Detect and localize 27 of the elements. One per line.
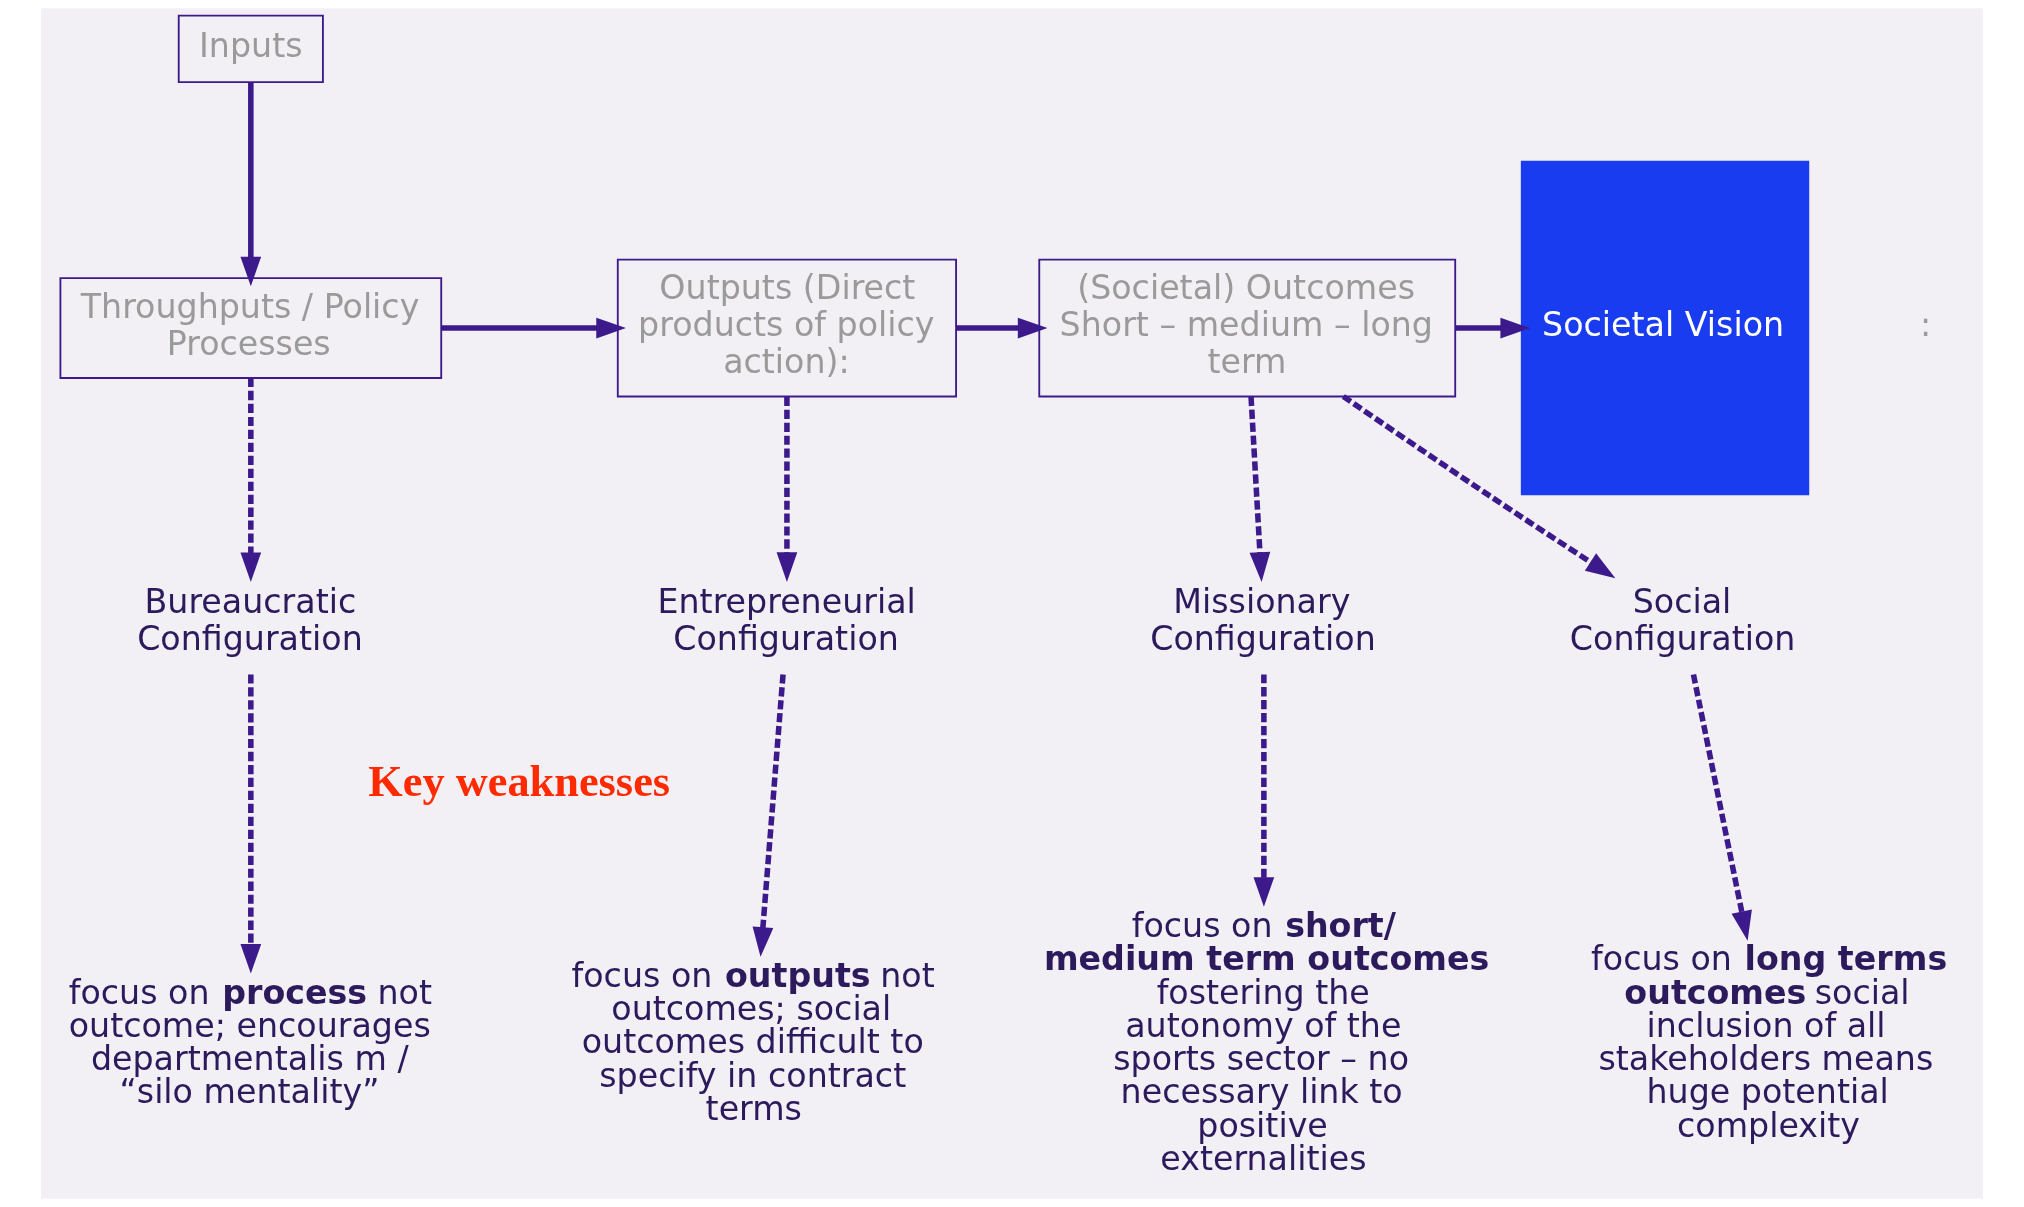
node-text: focus on process not outcome; encourages departmentalis m / “silo mentality”: [68, 972, 432, 1112]
node-text: Social Configuration: [1569, 582, 1796, 659]
arrow: [1248, 396, 1271, 582]
arrow: [752, 674, 786, 957]
label: :: [1920, 305, 1932, 345]
arrow: [776, 396, 798, 582]
node-text: Entrepreneurial Configuration: [657, 582, 916, 659]
node-box: (Societal) Outcomes Short – medium – long term: [1038, 258, 1457, 398]
node-box: Societal Vision: [1520, 160, 1810, 496]
arrow: [240, 674, 262, 974]
node-text: focus on outputs not outcomes; social outcomes difficult to specify in contract terms: [571, 955, 935, 1129]
arrow: [956, 317, 1048, 339]
node-text: focus on long terms outcomes social inclusion of all stakeholders means huge potential complexity: [1591, 939, 1948, 1145]
arrow: [1455, 317, 1531, 339]
label: Key weaknesses: [368, 756, 671, 807]
node-text: Missionary Configuration: [1150, 582, 1376, 659]
node-box: Inputs: [177, 14, 324, 84]
arrow: [441, 317, 626, 339]
arrow: [1253, 674, 1275, 907]
node-box: Outputs (Direct products of policy action):: [616, 258, 957, 398]
arrow: [240, 82, 262, 287]
arrow: [1341, 394, 1616, 579]
node-text: Bureaucratic Configuration: [137, 582, 363, 659]
node-box: Throughputs / Policy Processes: [59, 277, 443, 379]
arrow: [240, 378, 262, 583]
node-text: focus on short/ medium term outcomes fostering the autonomy of the sports sector – no necessary link to positive externalities: [1043, 906, 1490, 1178]
arrow: [1690, 673, 1752, 941]
